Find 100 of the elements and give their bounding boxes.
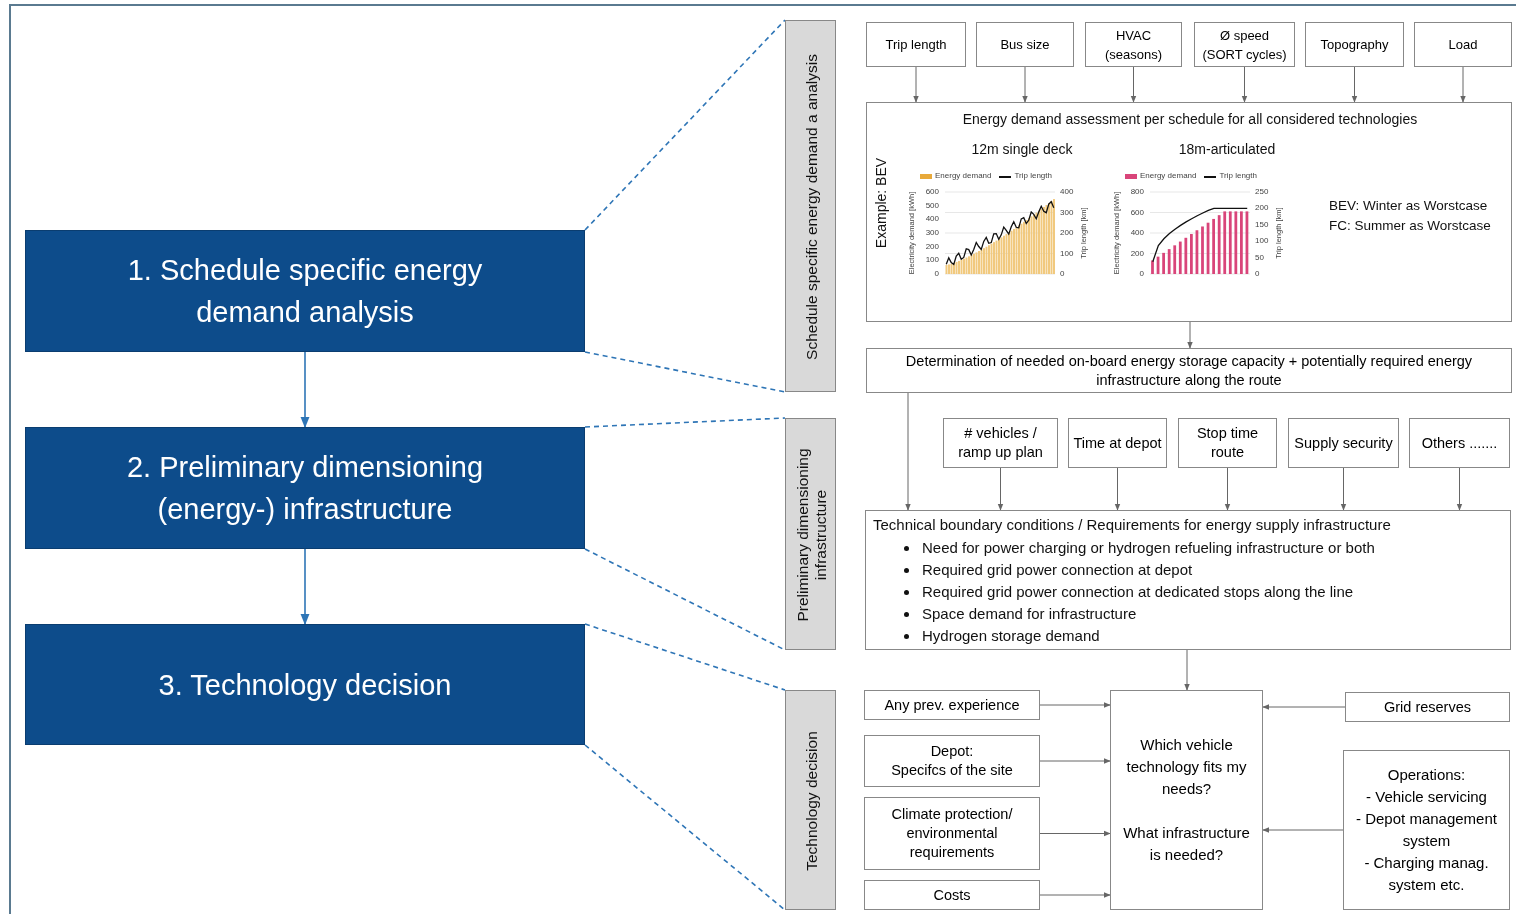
arrow bbox=[1460, 66, 1466, 103]
tick-label: 200 bbox=[1255, 204, 1269, 213]
input-label: Determination of needed on-board energy storage capacity + potentially required energy infrastructure along the route bbox=[904, 351, 1474, 390]
text-line: - Depot management system bbox=[1355, 809, 1498, 851]
tick-label: 400 bbox=[924, 215, 939, 224]
input-box bbox=[1305, 22, 1404, 67]
legend-label: Trip length bbox=[1014, 172, 1052, 180]
phase-band bbox=[785, 690, 836, 910]
phase-band bbox=[785, 418, 836, 650]
note-text: FC: Summer as Worstcase bbox=[1329, 218, 1492, 233]
dashed-connector-line bbox=[584, 744, 786, 911]
input-label: HVAC (seasons) bbox=[1103, 26, 1164, 64]
input-box bbox=[1409, 418, 1510, 468]
band-title: Technology decision bbox=[801, 730, 821, 873]
input-box bbox=[1068, 418, 1167, 468]
text-line: What infrastructure is needed? bbox=[1122, 823, 1251, 865]
assessment-panel bbox=[866, 102, 1512, 322]
arrow bbox=[1039, 892, 1111, 898]
input-label: Grid reserves bbox=[1383, 697, 1472, 717]
input-box bbox=[864, 880, 1040, 910]
tick-label: 250 bbox=[1255, 188, 1269, 196]
text-line: Operations: bbox=[1386, 765, 1467, 785]
step-title: 2. Preliminary dimensioning (energy-) infrastructure bbox=[125, 450, 485, 527]
input-box bbox=[976, 22, 1074, 67]
input-label: Supply security bbox=[1293, 433, 1394, 453]
input-label: Stop time route bbox=[1195, 424, 1260, 462]
arrow bbox=[1262, 827, 1344, 833]
text-box bbox=[1343, 750, 1510, 910]
tick-label: 200 bbox=[924, 242, 939, 251]
input-label: Ø speed (SORT cycles) bbox=[1201, 26, 1288, 64]
step-title: 3. Technology decision bbox=[157, 667, 453, 703]
arrow bbox=[1039, 830, 1111, 837]
requirements-box bbox=[865, 510, 1511, 650]
process-step-box bbox=[25, 230, 585, 352]
tick-label: 800 bbox=[1129, 188, 1144, 196]
input-box bbox=[864, 797, 1040, 870]
input-box bbox=[943, 418, 1058, 468]
tick-label: 300 bbox=[1060, 208, 1074, 217]
arrow bbox=[1039, 702, 1111, 708]
arrow bbox=[1114, 467, 1121, 511]
input-label: Topography bbox=[1319, 36, 1390, 54]
tick-label: 0 bbox=[1138, 270, 1144, 278]
legend-label: Trip length bbox=[1219, 172, 1257, 180]
text-line: - Charging manag. system etc. bbox=[1363, 853, 1490, 895]
arrow bbox=[905, 392, 911, 511]
input-label: Costs bbox=[932, 885, 972, 905]
input-label: Others ....... bbox=[1420, 433, 1499, 453]
input-label: # vehicles / ramp up plan bbox=[957, 424, 1044, 462]
tick-label: 300 bbox=[924, 229, 939, 237]
band-title: Preliminary dimensioning infrastructure bbox=[792, 447, 830, 624]
legend-label: Energy demand bbox=[1140, 172, 1197, 180]
input-box bbox=[1345, 692, 1510, 722]
tick-label: 400 bbox=[1129, 229, 1144, 237]
arrow bbox=[1456, 467, 1463, 511]
tick-label: 400 bbox=[1060, 188, 1074, 196]
arrow bbox=[1340, 467, 1347, 511]
input-label: Depot: bbox=[929, 742, 975, 761]
arrow bbox=[1039, 758, 1111, 764]
input-box bbox=[1085, 22, 1182, 67]
dashed-connector-line bbox=[584, 623, 786, 691]
tick-label: 100 bbox=[924, 256, 939, 265]
input-label: Trip length bbox=[884, 36, 948, 54]
bullet-item: Need for power charging or hydrogen refueling infrastructure or both bbox=[922, 538, 1375, 558]
tick-label: 600 bbox=[924, 188, 939, 196]
input-label: Time at depot bbox=[1072, 433, 1163, 453]
requirements-heading: Technical boundary conditions / Requirements for energy supply infrastructure bbox=[873, 516, 1391, 533]
arrow bbox=[1130, 66, 1137, 103]
text-line: - Vehicle servicing bbox=[1365, 787, 1488, 807]
arrow bbox=[913, 66, 919, 103]
text-line: Which vehicle technology fits my needs? bbox=[1125, 735, 1248, 799]
input-box bbox=[864, 735, 1040, 787]
input-label: Climate protection/ environmental requirements bbox=[890, 805, 1014, 862]
tick-label: 150 bbox=[1255, 220, 1269, 229]
text-box bbox=[1110, 690, 1263, 910]
dashed-connector-line bbox=[584, 417, 786, 428]
arrow bbox=[1184, 649, 1190, 691]
input-box bbox=[864, 690, 1040, 720]
input-label: Any prev. experience bbox=[883, 695, 1021, 715]
example-label: Example: BEV bbox=[873, 156, 889, 251]
tick-label: 600 bbox=[1129, 208, 1144, 217]
bullet-item: Space demand for infrastructure bbox=[922, 604, 1137, 624]
tick-label: 200 bbox=[1060, 229, 1074, 237]
step-title: 1. Schedule specific energy demand analysis bbox=[126, 253, 484, 330]
phase-band bbox=[785, 20, 836, 392]
input-label: Bus size bbox=[999, 36, 1051, 54]
input-box bbox=[1288, 418, 1399, 468]
arrow bbox=[1224, 467, 1231, 511]
tick-label: 500 bbox=[924, 201, 939, 210]
input-box bbox=[1194, 22, 1295, 67]
input-label: Specifcs of the site bbox=[890, 761, 1014, 780]
arrow bbox=[1351, 66, 1358, 103]
dashed-connector-line bbox=[584, 19, 786, 231]
arrow bbox=[1241, 66, 1248, 103]
input-box bbox=[1414, 22, 1512, 67]
arrow bbox=[1262, 704, 1346, 710]
tick-label: 0 bbox=[1255, 270, 1260, 278]
bullet-item: Hydrogen storage demand bbox=[922, 626, 1100, 646]
bullet-item: Required grid power connection at dedicated stops along the line bbox=[922, 582, 1354, 602]
process-step-box bbox=[25, 624, 585, 745]
chart-title: 18m-articulated bbox=[1177, 141, 1277, 157]
